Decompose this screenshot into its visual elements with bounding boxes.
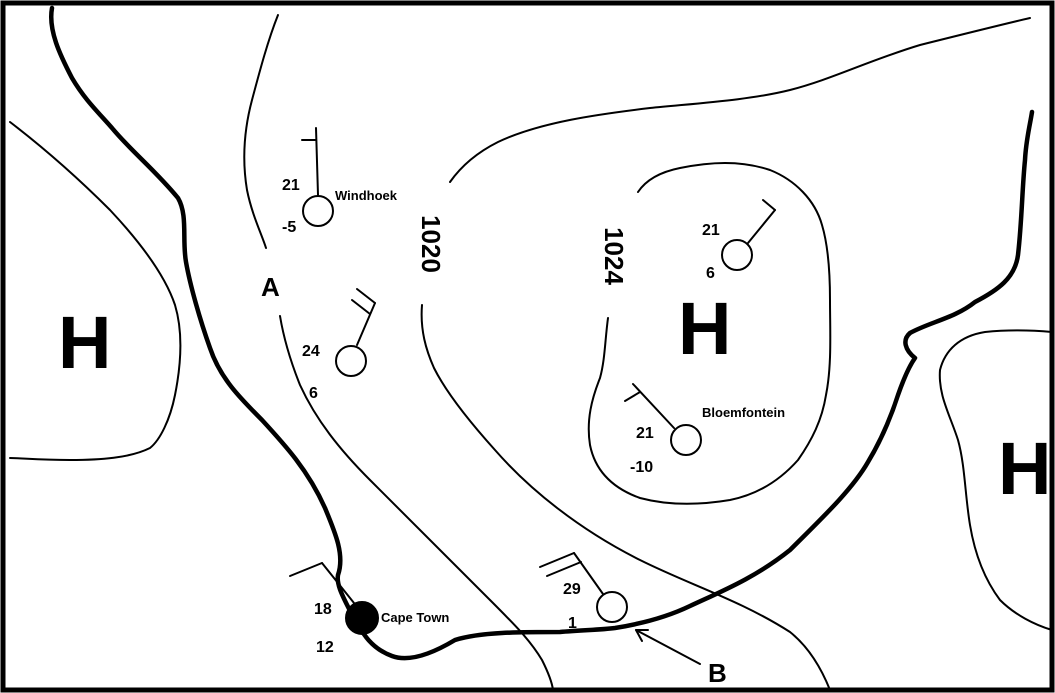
windhoek-temp: 21 [282,177,300,194]
south-station-dew: 1 [568,615,577,632]
isobar-a-lower [279,315,554,691]
west-station-wind-barb-2 [351,299,371,315]
south-station-wind-barb-1 [539,552,575,568]
point-b-label: B [708,658,727,688]
bloemfontein-dew: -10 [630,459,653,476]
coastline [48,5,1035,661]
isobar-1020-lower [420,304,831,691]
cape-town-station [345,601,379,635]
isobar-east-high [938,329,1053,631]
windhoek-station [302,195,334,227]
bloemfontein-station [670,424,702,456]
isobar-1024 [587,162,832,505]
high-central-label: H [678,287,731,370]
windhoek-name: Windhoek [335,188,398,203]
isobar-1024-label: 1024 [599,227,629,285]
west-station-wind-barb-1 [356,288,376,304]
windhoek-wind-staff [315,127,319,196]
south-station-wind-staff [573,552,604,595]
high-west-label: H [58,301,111,384]
cape-town-wind-staff [321,562,359,609]
isobar-1020-label: 1020 [416,215,446,273]
isobar-west-high [9,121,182,461]
point-b-arrowhead [635,629,649,642]
isobar-1020-upper [449,17,1031,183]
cape-town-temp: 18 [314,601,332,618]
point-a-label: A [261,272,280,302]
west-station-dew: 6 [309,385,318,402]
cape-town-wind-barb [289,562,323,577]
ne-station-temp: 21 [702,222,720,239]
south-station-wind-barb-2 [546,561,582,577]
ne-station-dew: 6 [706,265,715,282]
west-station-wind-staff [356,302,376,346]
bloemfontein-wind-staff [632,383,675,429]
west-station-temp: 24 [302,343,320,360]
ne-station-wind-staff [747,209,776,244]
west-station [335,345,367,377]
south-station [596,591,628,623]
isobar-a [243,14,279,249]
south-station-temp: 29 [563,581,581,598]
bloemfontein-temp: 21 [636,425,654,442]
cape-town-name: Cape Town [381,610,449,625]
high-east-label: H [998,427,1051,510]
cape-town-dew: 12 [316,639,334,656]
ne-station-wind-barb [762,199,776,211]
ne-station [721,239,753,271]
bloemfontein-name: Bloemfontein [702,405,785,420]
point-b-arrow [635,629,701,665]
windhoek-dew: -5 [282,219,296,236]
bloemfontein-wind-barb [624,391,641,402]
